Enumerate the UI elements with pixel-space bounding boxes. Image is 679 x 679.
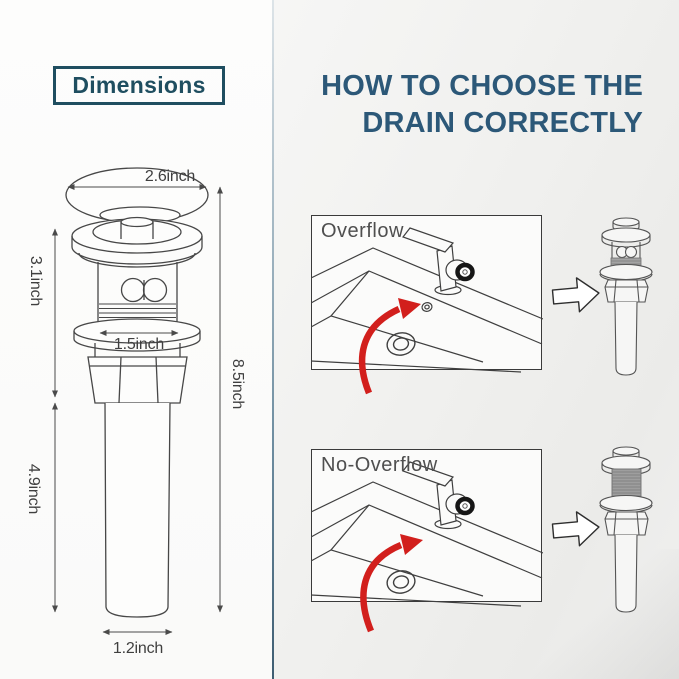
no-overflow-panel-label: No-Overflow xyxy=(321,454,438,476)
dimension-label-tailpipe-height: 4.9inch xyxy=(25,463,42,515)
dimensions-heading-box: Dimensions xyxy=(53,66,225,105)
sink-drain-hole xyxy=(386,332,416,356)
overflow-drain-choice xyxy=(551,217,653,376)
dimension-lines xyxy=(52,184,223,635)
pop-up-drain-outline xyxy=(65,167,209,618)
overflow-sink-illustration xyxy=(311,227,543,395)
guide-title-line1: HOW TO CHOOSE THE xyxy=(321,70,643,102)
no-overflow-sink-panel: No-Overflow xyxy=(311,449,543,633)
dimension-label-cap-width: 2.6inch xyxy=(144,168,196,185)
dimension-label-tailpipe-width: 1.2inch xyxy=(112,640,164,657)
corner-shadow xyxy=(529,549,679,679)
selection-guide-section: HOW TO CHOOSE THE DRAIN CORRECTLY Overfl… xyxy=(274,0,679,679)
no-overflow-sink-illustration xyxy=(311,461,543,633)
dimensions-heading-label: Dimensions xyxy=(72,72,206,98)
dimension-label-upper-height: 3.1inch xyxy=(27,255,44,307)
section-divider xyxy=(272,0,274,679)
dimensions-section: Dimensions xyxy=(0,0,272,679)
guide-title-line2: DRAIN CORRECTLY xyxy=(362,107,643,139)
sink-drain-hole xyxy=(386,570,416,594)
dimension-label-thread-width: 1.5inch xyxy=(113,336,165,353)
right-block-arrow-icon xyxy=(551,277,600,313)
guide-title: HOW TO CHOOSE THE DRAIN CORRECTLY xyxy=(321,68,643,142)
overflow-drain-illustration xyxy=(599,217,653,376)
dimension-label-total-height: 8.5inch xyxy=(229,358,246,410)
overflow-panel-label: Overflow xyxy=(321,220,404,242)
right-block-arrow-icon xyxy=(551,511,600,547)
red-curved-arrow-icon xyxy=(358,298,421,395)
overflow-sink-panel: Overflow xyxy=(311,215,543,395)
no-overflow-drain-illustration xyxy=(599,446,653,613)
no-overflow-drain-choice xyxy=(551,446,653,613)
red-curved-arrow-icon xyxy=(360,534,423,633)
overflow-hole xyxy=(421,302,433,312)
drain-technical-drawing xyxy=(52,167,223,635)
